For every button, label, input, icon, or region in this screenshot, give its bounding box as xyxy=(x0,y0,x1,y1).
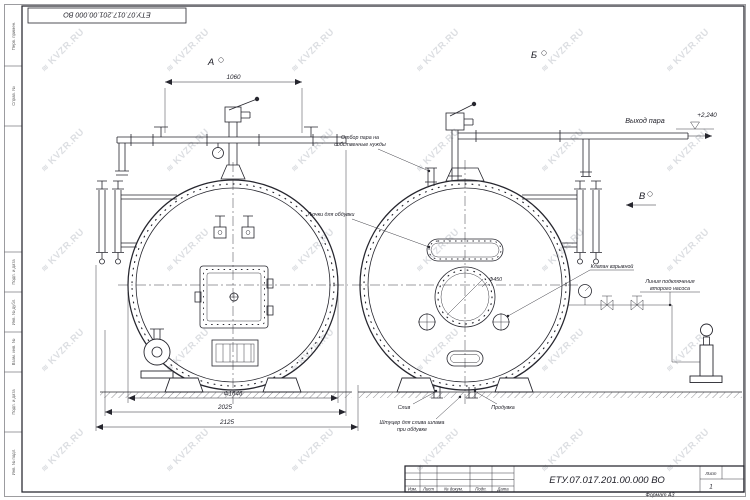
titleblock-col-date: Дата xyxy=(496,487,509,492)
titleblock-col-doc: № докум. xyxy=(444,487,463,492)
label-soot-hatches: Лючки для обдувки xyxy=(307,212,355,218)
left-margin-cells: Перв. примен. Справ. № Подп. и дата Инв.… xyxy=(4,22,22,476)
label-blowdown: Продувка xyxy=(491,405,515,411)
label-own-needs-line1: Отбор пара на xyxy=(341,135,379,141)
view-a-label: А xyxy=(207,57,214,68)
view-v-label: В xyxy=(639,191,646,202)
view-a-boiler-front: 1060 Ф1646 2025 2125 А xyxy=(95,57,359,431)
title-block: Изм. Лист № докум. Подп. Дата ЕТУ.07.017… xyxy=(404,465,745,499)
label-steam-outlet: Выход пара xyxy=(625,116,665,125)
dim-elevation: +2,240 xyxy=(697,112,717,119)
label-pump-line-line2: второго насоса xyxy=(650,286,690,292)
margin-label: Инв. № дубл. xyxy=(11,299,16,326)
label-sludge-line2: при обдувке xyxy=(397,427,427,433)
dim-manhole: Ф450 xyxy=(489,277,502,283)
drawing-frame: Перв. примен. Справ. № Подп. и дата Инв.… xyxy=(4,4,746,497)
label-pump-line-line1: Линия подключения xyxy=(644,279,694,285)
designation-top-text: ЕТУ.07.017.201.00.000 ВО xyxy=(63,11,151,20)
dim-shell-diameter: Ф1646 xyxy=(223,391,243,398)
titleblock-sheet-number: 1 xyxy=(709,484,713,491)
dim-width-inner: 2025 xyxy=(217,404,233,411)
view-a-dimensions: 1060 Ф1646 2025 2125 xyxy=(95,74,359,431)
margin-label: Справ. № xyxy=(11,86,16,106)
dim-pipe-span: 1060 xyxy=(226,74,241,81)
margin-label: Перв. примен. xyxy=(11,22,16,51)
titleblock-col-izm: Изм. xyxy=(408,487,417,492)
titleblock-sheet-label: Лист xyxy=(704,471,716,476)
label-own-needs-line2: собственные нужды xyxy=(334,142,386,148)
view-b-label: Б xyxy=(531,50,537,61)
margin-label: Подп. и дата xyxy=(11,259,16,285)
view-b-annotations: Отбор пара на собственные нужды Лючки дл… xyxy=(307,135,700,433)
top-designation-stamp: ЕТУ.07.017.201.00.000 ВО xyxy=(27,7,187,24)
margin-label: Инв. № подл. xyxy=(11,449,16,476)
titleblock-col-sign: Подп. xyxy=(475,487,486,492)
label-explosion-valve: Клапан взрывной xyxy=(591,263,634,270)
margin-label: Взам. инв. № xyxy=(11,338,16,365)
view-b-boiler-front: Ф450 xyxy=(307,50,742,433)
label-sludge-line1: Штуцер для слива шлама xyxy=(380,420,445,426)
titleblock-designation: ЕТУ.07.017.201.00.000 ВО xyxy=(549,475,665,486)
format-label: Формат А3 xyxy=(646,493,675,499)
dim-width-overall: 2125 xyxy=(219,419,235,426)
margin-label: Подп. и дата xyxy=(11,389,16,415)
label-drain: Слив xyxy=(398,405,411,411)
titleblock-col-list: Лист xyxy=(422,487,434,492)
